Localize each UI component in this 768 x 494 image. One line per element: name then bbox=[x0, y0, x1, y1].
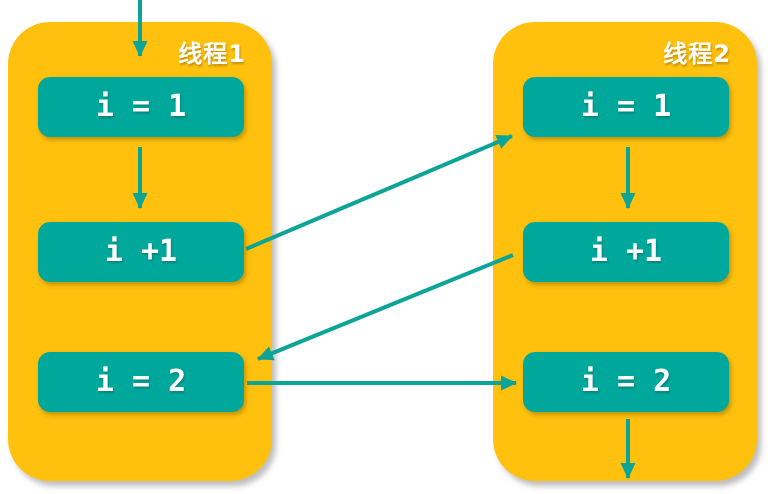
thread-2-label: 线程2 bbox=[663, 40, 731, 68]
thread-1-container: 线程1 i = 1 i +1 i = 2 bbox=[8, 22, 272, 481]
thread-2-node-i-equals-1: i = 1 bbox=[523, 77, 729, 137]
thread-1-node-i-plus-1: i +1 bbox=[38, 222, 244, 282]
thread-1-label: 线程1 bbox=[178, 40, 246, 68]
thread-2-node-i-plus-1: i +1 bbox=[523, 222, 729, 282]
thread-1-iplus1-to-thread-2-i1-arrow bbox=[245, 134, 513, 251]
thread-1-node-i-equals-2: i = 2 bbox=[38, 352, 244, 412]
thread-2-iplus1-to-thread-1-i2-arrow bbox=[257, 253, 514, 361]
thread-2-node-i-equals-2: i = 2 bbox=[523, 352, 729, 412]
thread-1-node-i-equals-1: i = 1 bbox=[38, 77, 244, 137]
thread-2-container: 线程2 i = 1 i +1 i = 2 bbox=[493, 22, 757, 481]
